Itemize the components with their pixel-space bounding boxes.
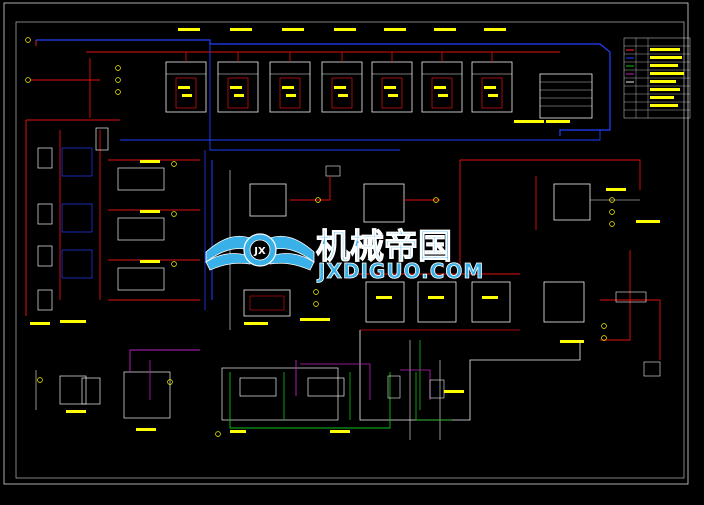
fermenter-tank: [269, 52, 311, 113]
left-equipment-column: [30, 127, 109, 325]
fermenter-tank: [165, 52, 207, 113]
heat-exchanger-block: [108, 159, 200, 301]
brand-url: JXDIGUO.COM: [316, 259, 484, 283]
watermark: JX 机械帝国 JXDIGUO.COM: [205, 227, 484, 283]
fermenter-tank: [421, 52, 463, 113]
return-lines: [359, 330, 581, 440]
storage-tank-top-right: [514, 73, 593, 123]
top-header-pipes: [25, 39, 611, 316]
evaporator-row: [350, 273, 520, 331]
fermenter-tank: [321, 52, 363, 113]
logo-letters: JX: [253, 246, 266, 257]
center-process-tanks: [229, 165, 440, 330]
pump-symbols: [25, 37, 615, 437]
legend-table: [623, 37, 691, 119]
bottom-section: [221, 340, 464, 433]
right-side-tanks: [459, 159, 661, 377]
inner-frame: [15, 21, 685, 479]
fermenter-tank: [471, 52, 513, 113]
fermenter-row: [165, 28, 513, 113]
fermenter-tank: [371, 52, 413, 113]
bottom-left-detail: [35, 349, 200, 431]
outer-frame: [3, 2, 689, 485]
brand-name-cn: 机械帝国: [316, 227, 452, 267]
gear-wings-logo-icon: JX: [205, 233, 315, 271]
fermenter-tank: [217, 52, 259, 113]
